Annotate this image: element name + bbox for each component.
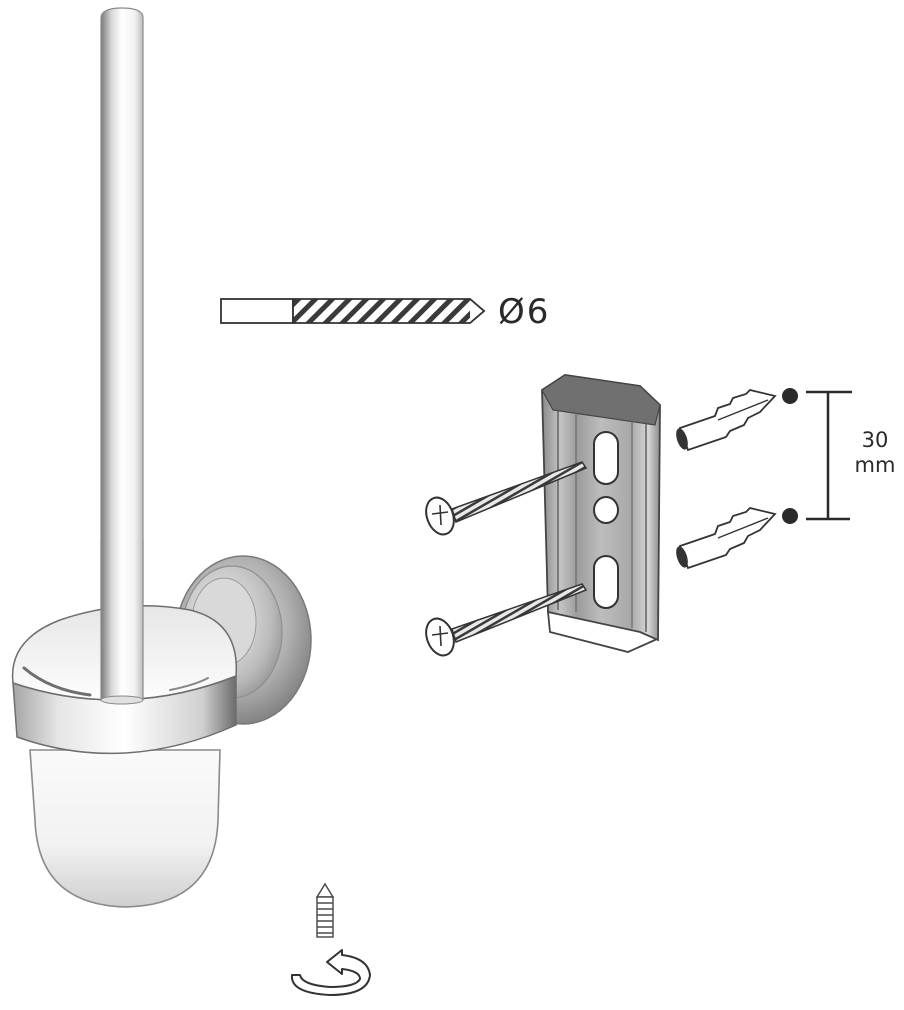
screw-bottom	[425, 583, 588, 657]
hole-spacing-unit: mm	[854, 453, 896, 477]
hole-mark-bottom	[782, 508, 798, 524]
wall-plug-bottom	[676, 507, 777, 570]
toilet-brush	[100, 7, 144, 711]
hole-spacing-label: 30 mm	[844, 428, 904, 478]
drill-diameter-label: Ø6	[498, 292, 551, 332]
brush-holder-cup	[11, 540, 238, 908]
wall-plug-top	[676, 389, 777, 452]
rotate-arrow-icon	[290, 949, 371, 996]
hole-spacing-dimension	[782, 388, 852, 524]
set-screw	[315, 882, 335, 938]
hole-mark-top	[782, 388, 798, 404]
screw-top	[425, 461, 588, 536]
hole-spacing-value: 30	[861, 428, 889, 452]
wall-bracket	[541, 374, 661, 653]
drill-bit	[220, 298, 486, 324]
